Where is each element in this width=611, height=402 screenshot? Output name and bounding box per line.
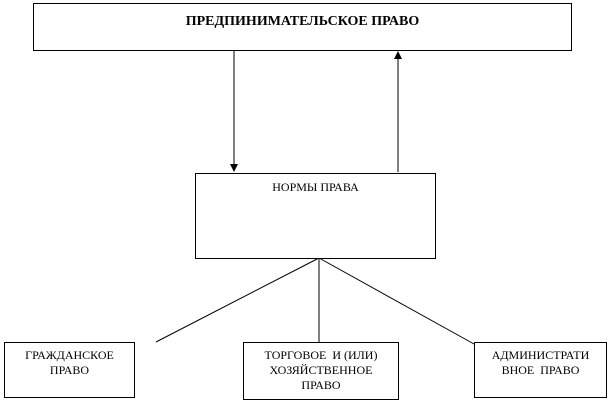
child-line: ТОРГОВОЕ И (ИЛИ) (264, 348, 378, 362)
child-box-civil: ГРАЖДАНСКОЕ ПРАВО (4, 342, 135, 398)
connector-left (155, 257, 320, 343)
center-text: НОРМЫ ПРАВА (272, 180, 359, 194)
child-line: ГРАЖДАНСКОЕ (25, 348, 114, 362)
connector-right (318, 257, 475, 345)
child-line: ПРАВО (49, 363, 90, 377)
child-box-admin: АДМИНИСТРАТИ ВНОЕ ПРАВО (474, 342, 607, 398)
child-box-trade: ТОРГОВОЕ И (ИЛИ) ХОЗЯЙСТВЕННОЕ ПРАВО (243, 342, 399, 400)
child-line: ХОЗЯЙСТВЕННОЕ (269, 363, 373, 377)
child-line: ВНОЕ ПРАВО (501, 363, 580, 377)
child-line: АДМИНИСТРАТИ (491, 348, 590, 362)
child-line: ПРАВО (301, 378, 341, 392)
arrow-up-head (394, 51, 402, 59)
center-box: НОРМЫ ПРАВА (195, 173, 436, 259)
arrow-down-head (230, 164, 238, 172)
title-text: ПРЕДПИНИМАТЕЛЬСКОЕ ПРАВО (185, 14, 420, 29)
title-box: ПРЕДПИНИМАТЕЛЬСКОЕ ПРАВО (33, 3, 572, 51)
